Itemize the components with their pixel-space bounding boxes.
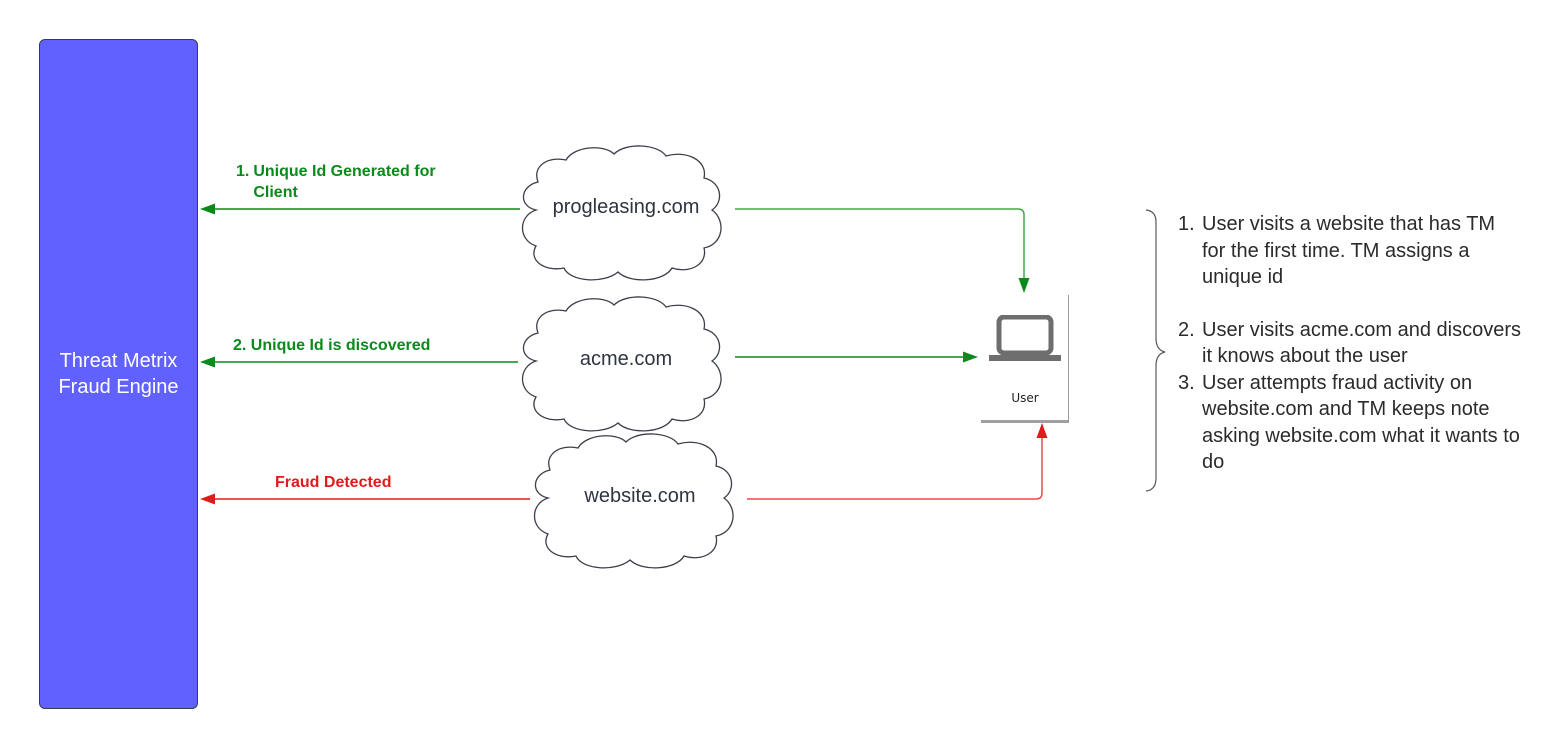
edge-label-unique-id-generated: 1. Unique Id Generated for Client [236, 161, 436, 203]
edge-acme-to-engine [200, 356, 518, 368]
arrowhead-up-icon [1036, 423, 1048, 438]
step-number: 1. [236, 163, 250, 180]
curly-brace [1145, 209, 1166, 492]
arrowhead-down-icon [1018, 278, 1030, 293]
notes-list: 1. User visits a website that has TM for… [1178, 211, 1523, 476]
cloud-label-website: website.com [584, 485, 696, 507]
note-text: User visits acme.com and discovers it kn… [1202, 318, 1521, 368]
note-number: 3. [1178, 371, 1195, 394]
step-text: Unique Id Generated for [253, 163, 436, 180]
note-number: 1. [1178, 213, 1195, 235]
fraud-engine-label: Threat Metrix Fraud Engine [58, 350, 179, 398]
edge-label-unique-id-discovered: 2. Unique Id is discovered [233, 337, 431, 354]
fraud-engine-box: Threat Metrix Fraud Engine [39, 39, 198, 709]
arrowhead-right-icon [963, 351, 978, 363]
arrowhead-left-icon [200, 356, 215, 368]
user-device-card: User [981, 295, 1069, 423]
note-text: User attempts fraud activity on website.… [1202, 371, 1520, 474]
note-item: 3. User attempts fraud activity on websi… [1178, 370, 1523, 476]
edge-website-to-engine [200, 493, 530, 505]
edge-website-to-user [747, 423, 1048, 500]
edge-label-fraud-detected: Fraud Detected [275, 474, 392, 491]
edge-progleasing-to-engine [200, 203, 520, 215]
arrowhead-left-icon [200, 203, 215, 215]
laptop-icon [989, 315, 1061, 361]
cloud-label-progleasing: progleasing.com [552, 196, 700, 218]
note-text: User visits a website that has TM for th… [1202, 213, 1496, 288]
note-item: 1. User visits a website that has TM for… [1178, 211, 1523, 291]
note-item: 2. User visits acme.com and discovers it… [1178, 317, 1523, 370]
step-text-continued: Client [253, 184, 298, 201]
edge-acme-to-user [735, 351, 978, 363]
user-label: User [1011, 391, 1039, 405]
arrowhead-left-icon [200, 493, 215, 505]
edge-progleasing-to-user [735, 208, 1030, 293]
note-number: 2. [1178, 318, 1195, 341]
cloud-label-acme: acme.com [579, 348, 673, 370]
